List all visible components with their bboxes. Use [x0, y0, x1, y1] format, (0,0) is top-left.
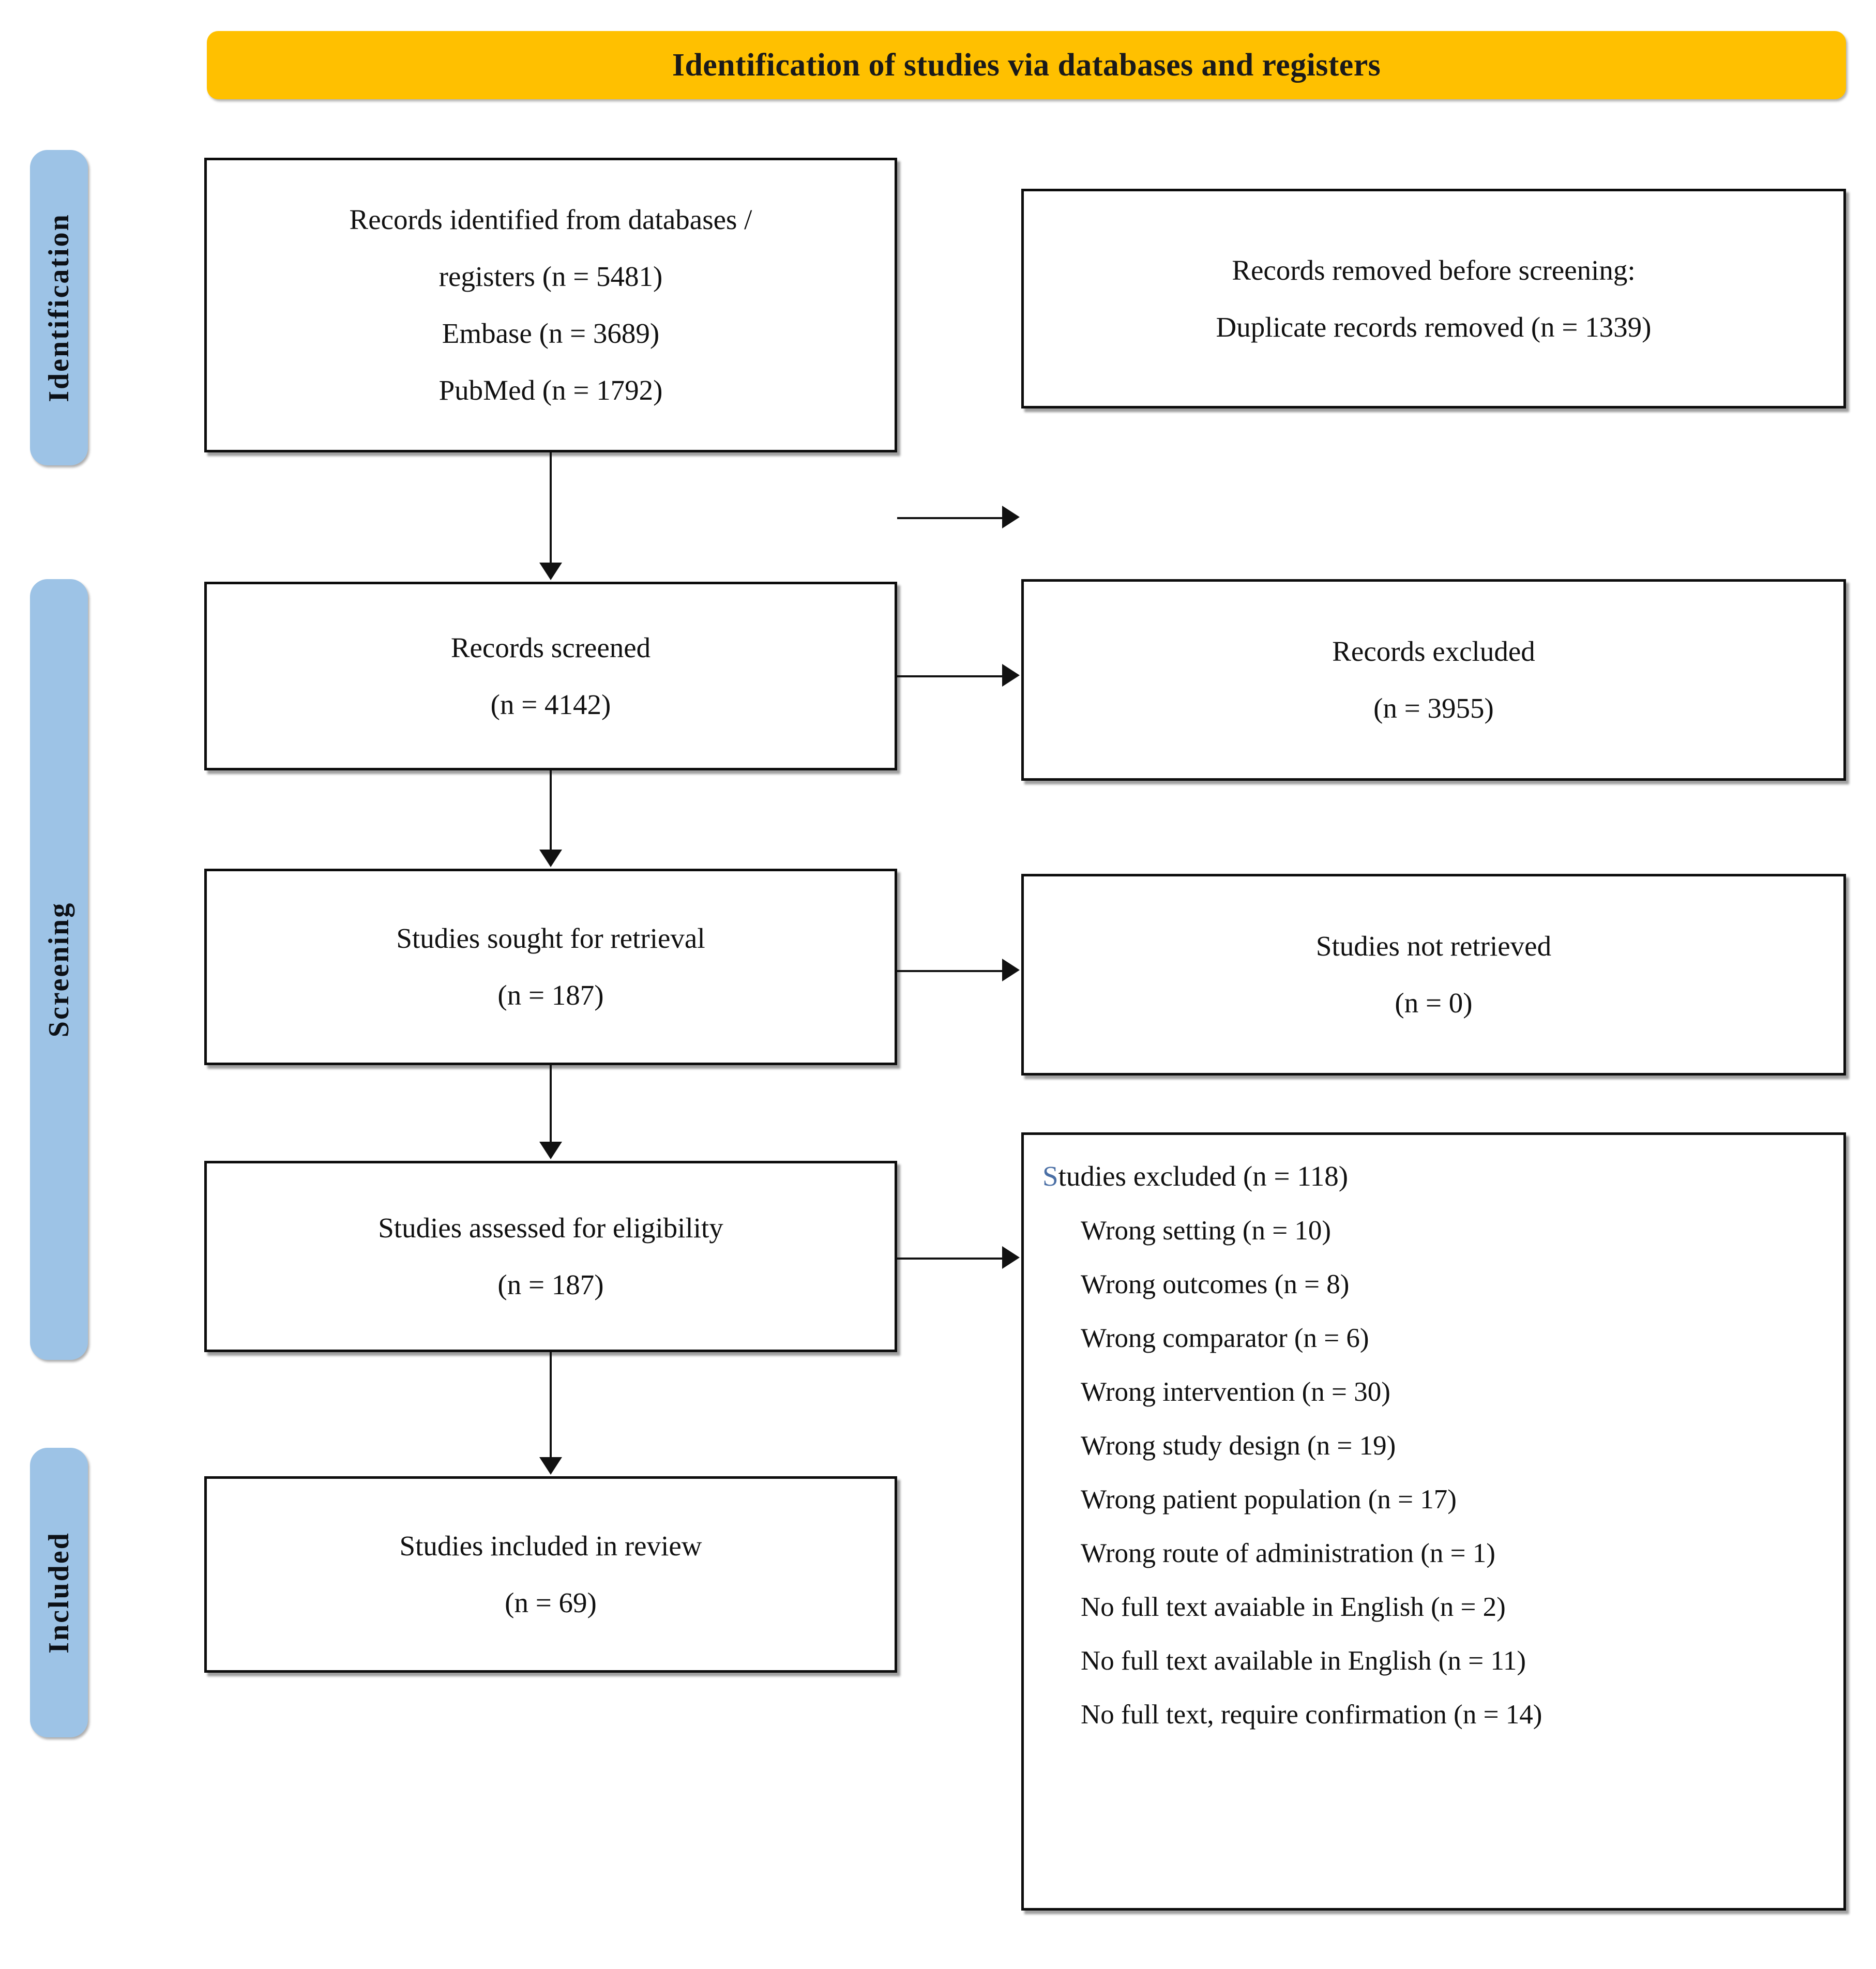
exclusion-reason: Wrong setting (n = 10)	[1081, 1216, 1332, 1246]
arrowhead-assessed-to-studies-excluded	[1002, 1246, 1020, 1269]
connector-identified-to-screened	[550, 452, 552, 564]
side-tab-identification: Identification	[30, 150, 88, 465]
box-line: registers (n = 5481)	[438, 261, 663, 292]
exclusion-reason: No full text, require confirmation (n = …	[1081, 1700, 1542, 1730]
arrowhead-sought-to-assessed	[539, 1142, 562, 1159]
connector-assessed-to-studies-excluded	[897, 1258, 1003, 1260]
box-line: (n = 3955)	[1373, 692, 1494, 724]
exclusion-reason: No full text avaiable in English (n = 2)	[1081, 1592, 1506, 1622]
box-line: PubMed (n = 1792)	[438, 374, 663, 406]
box-line: Studies included in review	[399, 1530, 702, 1562]
arrowhead-screened-to-sought	[539, 850, 562, 867]
side-tab-included-label: Included	[43, 1532, 75, 1654]
box-line: Records screened	[450, 631, 651, 663]
studies-excluded-heading-rest: tudies excluded (n = 118)	[1058, 1160, 1349, 1192]
box-records-identified: Records identified from databases / regi…	[204, 158, 897, 452]
side-tab-included: Included	[30, 1448, 88, 1737]
box-studies-included-in-review: Studies included in review (n = 69)	[204, 1476, 897, 1673]
arrowhead-identified-to-removed	[1002, 506, 1020, 528]
connector-screened-to-sought	[550, 770, 552, 851]
box-studies-not-retrieved: Studies not retrieved (n = 0)	[1021, 874, 1846, 1076]
exclusion-reason: Wrong patient population (n = 17)	[1081, 1485, 1457, 1514]
arrowhead-assessed-to-included	[539, 1457, 562, 1475]
box-line: (n = 187)	[497, 979, 604, 1011]
box-line: Studies sought for retrieval	[396, 922, 705, 954]
phase-banner-identification: Identification of studies via databases …	[207, 31, 1846, 99]
exclusion-reason: Wrong route of administration (n = 1)	[1081, 1538, 1495, 1568]
side-tab-screening: Screening	[30, 579, 88, 1360]
box-line: Records removed before screening:	[1232, 254, 1636, 286]
exclusion-reason: Wrong study design (n = 19)	[1081, 1431, 1396, 1461]
side-tab-screening-label: Screening	[43, 901, 75, 1038]
exclusion-reason: Wrong outcomes (n = 8)	[1081, 1269, 1350, 1299]
box-studies-assessed-for-eligibility: Studies assessed for eligibility (n = 18…	[204, 1161, 897, 1352]
exclusion-reason: No full text available in English (n = 1…	[1081, 1646, 1526, 1676]
box-line: (n = 4142)	[490, 688, 611, 720]
studies-excluded-heading: Studies excluded (n = 118)	[1042, 1160, 1843, 1192]
box-line: (n = 0)	[1395, 987, 1473, 1019]
studies-excluded-heading-initial: S	[1042, 1160, 1058, 1192]
box-line: Duplicate records removed (n = 1339)	[1216, 311, 1652, 343]
box-records-removed-before-screening: Records removed before screening: Duplic…	[1021, 189, 1846, 408]
box-studies-excluded: Studies excluded (n = 118) Wrong setting…	[1021, 1132, 1846, 1911]
box-line: Embase (n = 3689)	[442, 317, 660, 349]
box-line: (n = 187)	[497, 1269, 604, 1300]
box-line: Studies not retrieved	[1315, 930, 1552, 962]
connector-sought-to-assessed	[550, 1065, 552, 1143]
box-records-screened: Records screened (n = 4142)	[204, 582, 897, 770]
side-tab-identification-label: Identification	[43, 213, 75, 402]
box-line: Records excluded	[1332, 635, 1535, 667]
box-line: Records identified from databases /	[349, 204, 752, 235]
box-line: (n = 69)	[505, 1587, 597, 1618]
connector-assessed-to-included	[550, 1352, 552, 1458]
exclusion-reason: Wrong comparator (n = 6)	[1081, 1323, 1369, 1353]
arrowhead-identified-to-screened	[539, 563, 562, 580]
arrowhead-sought-to-not-retrieved	[1002, 959, 1020, 981]
exclusion-reason: Wrong intervention (n = 30)	[1081, 1377, 1390, 1407]
connector-identified-to-removed	[897, 517, 1003, 519]
box-studies-sought-for-retrieval: Studies sought for retrieval (n = 187)	[204, 869, 897, 1065]
phase-banner-label: Identification of studies via databases …	[672, 47, 1381, 83]
box-records-excluded: Records excluded (n = 3955)	[1021, 579, 1846, 781]
arrowhead-screened-to-excluded	[1002, 664, 1020, 687]
box-line: Studies assessed for eligibility	[378, 1212, 723, 1244]
connector-sought-to-not-retrieved	[897, 970, 1003, 972]
connector-screened-to-excluded	[897, 675, 1003, 677]
